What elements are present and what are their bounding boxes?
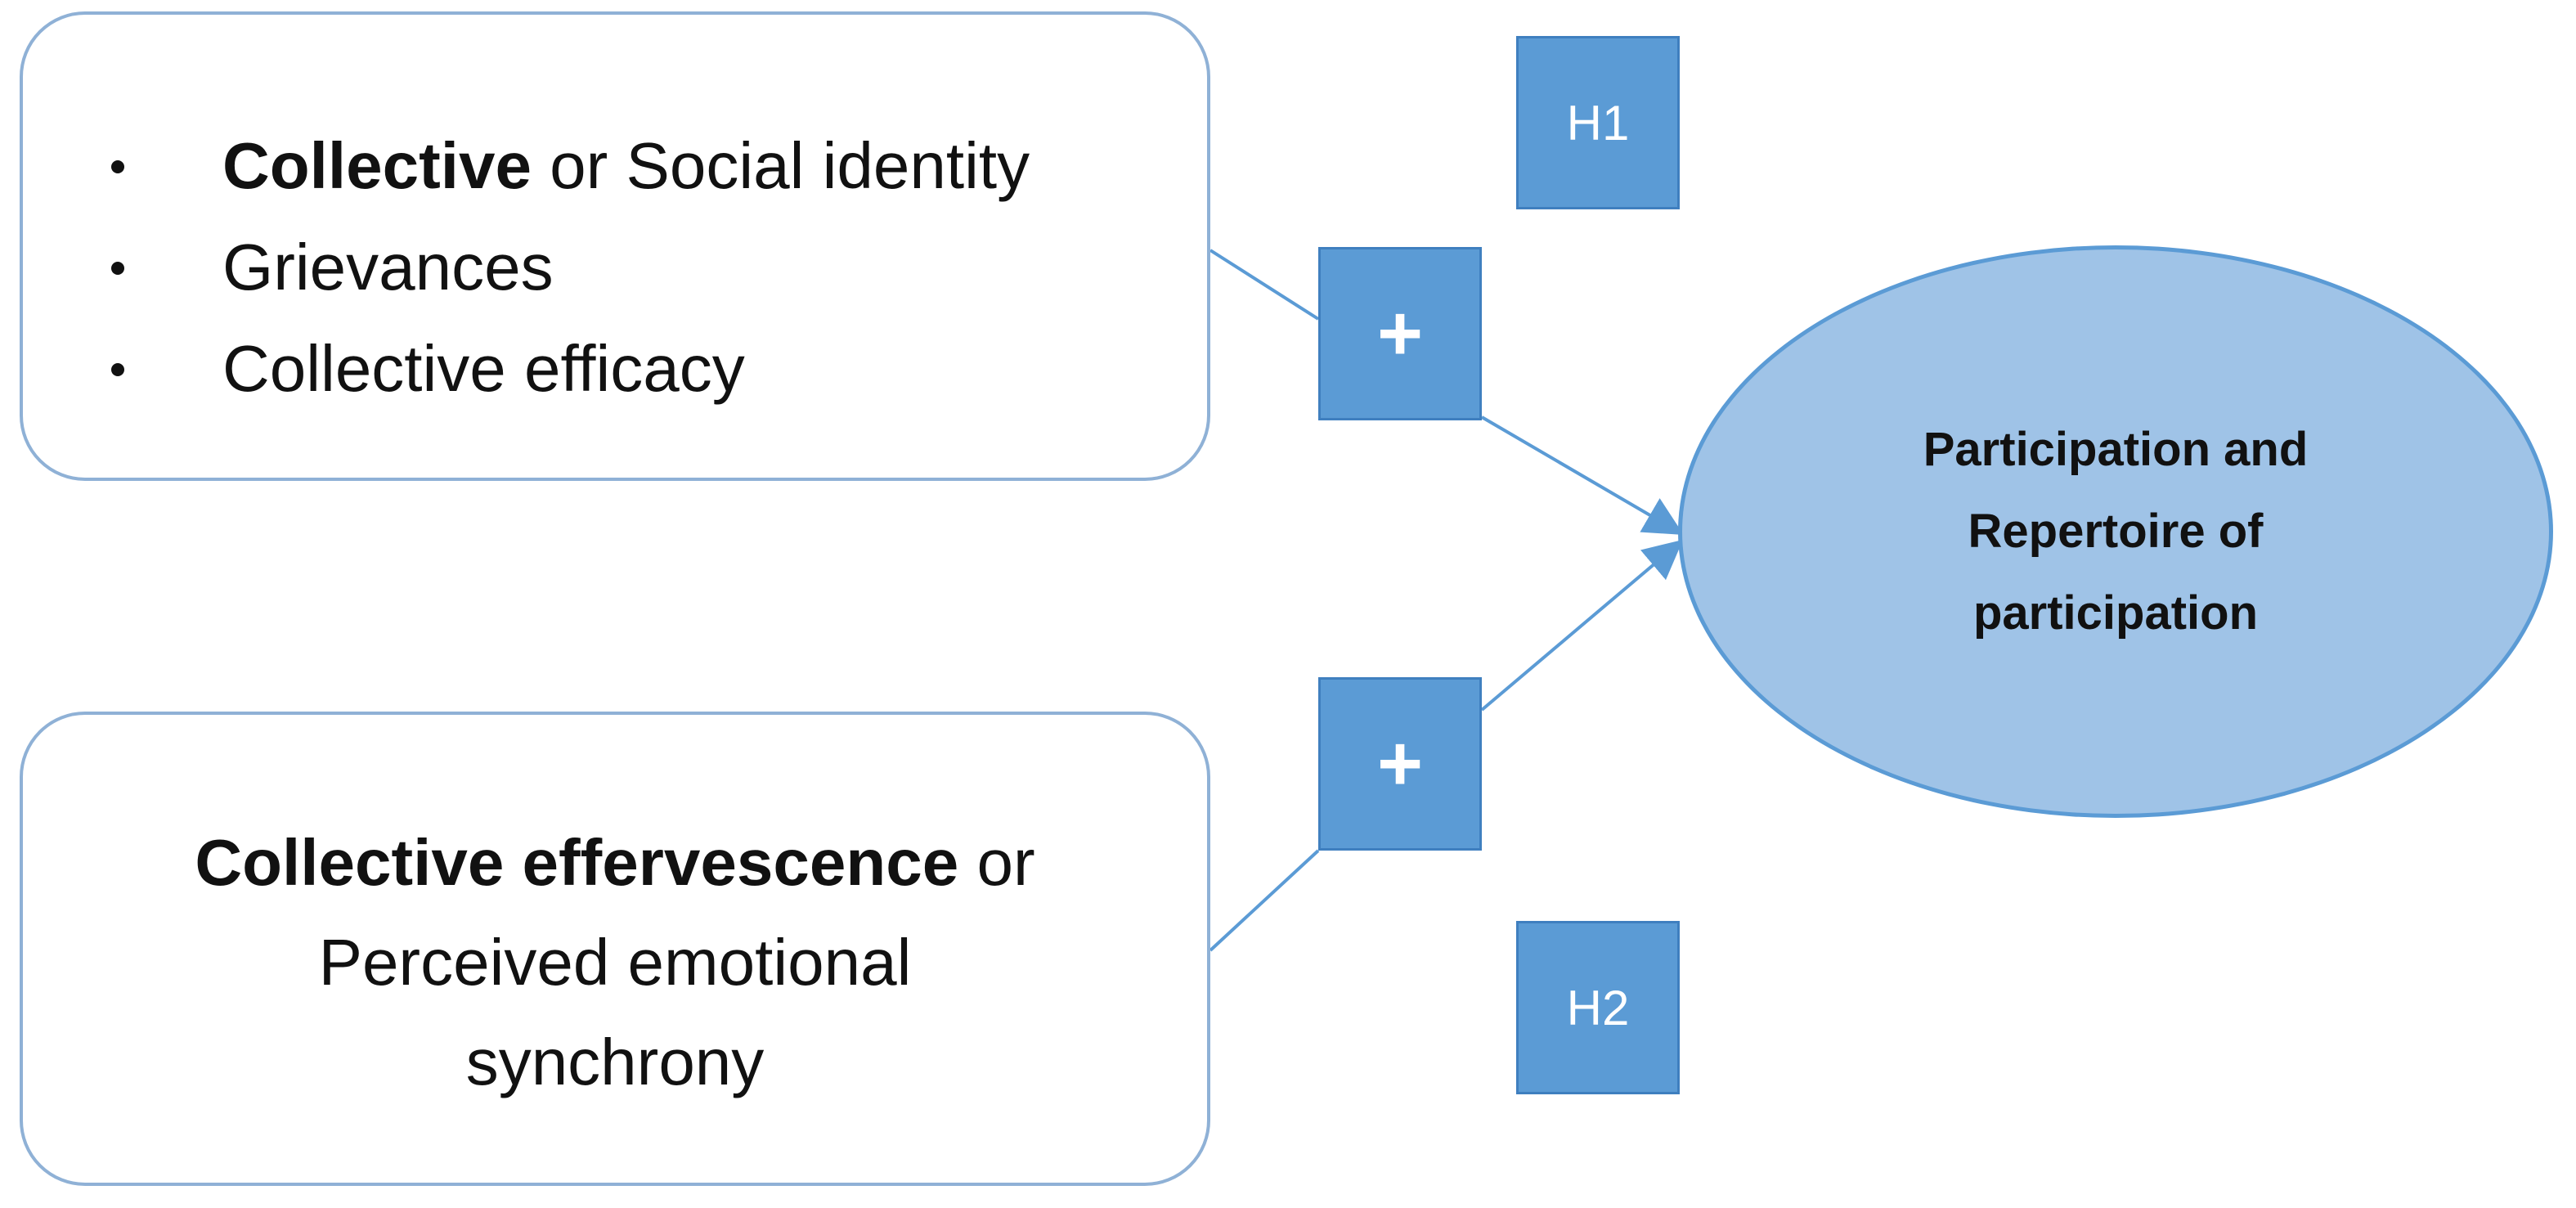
plus-icon: + [1376, 720, 1424, 807]
hypothesis-h1-label: H1 [1516, 36, 1680, 209]
connector-bottom-box-to-plus [1209, 849, 1320, 952]
arrow-plus-to-outcome-top [1480, 415, 1684, 536]
predictor-item-text: Collective efficacy [222, 332, 745, 405]
effervescence-rest: or [958, 826, 1035, 899]
positive-effect-sign-bottom: + [1318, 677, 1482, 851]
outcome-ellipse: Participation and Repertoire of particip… [1678, 245, 2553, 818]
predictors-box-top: Collective or Social identity Grievances… [20, 11, 1210, 481]
outcome-line-3: participation [1972, 586, 2259, 640]
effervescence-bold: Collective effervescence [195, 826, 959, 899]
effervescence-line-2: Perceived emotional [318, 926, 912, 999]
predictor-item-bold: Collective [222, 129, 532, 202]
predictor-item-social-identity: Collective or Social identity [82, 118, 1030, 219]
positive-effect-sign-top: + [1318, 247, 1482, 420]
hypothesis-h2-label: H2 [1516, 921, 1680, 1094]
predictors-box-bottom: Collective effervescence or Perceived em… [20, 712, 1210, 1186]
effervescence-label: Collective effervescence or Perceived em… [23, 813, 1207, 1112]
bullet-icon [111, 160, 124, 173]
predictor-item-grievances: Grievances [82, 219, 1030, 321]
arrow-plus-to-outcome-bottom [1480, 539, 1684, 712]
hypothesis-h2-text: H2 [1566, 980, 1630, 1035]
predictor-item-collective-efficacy: Collective efficacy [82, 321, 1030, 422]
predictor-list: Collective or Social identity Grievances… [82, 118, 1030, 422]
bullet-icon [111, 363, 124, 376]
outcome-line-2: Repertoire of [1968, 505, 2264, 558]
effervescence-line-3: synchrony [465, 1026, 765, 1098]
effervescence-line-1: Collective effervescence or [23, 813, 1207, 913]
hypothesis-h1-text: H1 [1566, 95, 1630, 150]
outcome-line-1: Participation and [1923, 423, 2309, 476]
predictor-item-text: or Social identity [531, 129, 1030, 202]
bullet-icon [111, 262, 124, 275]
plus-icon: + [1376, 290, 1424, 377]
outcome-label: Participation and Repertoire of particip… [1829, 409, 2402, 654]
predictor-item-text: Grievances [222, 231, 554, 303]
connector-top-box-to-plus [1209, 249, 1320, 321]
